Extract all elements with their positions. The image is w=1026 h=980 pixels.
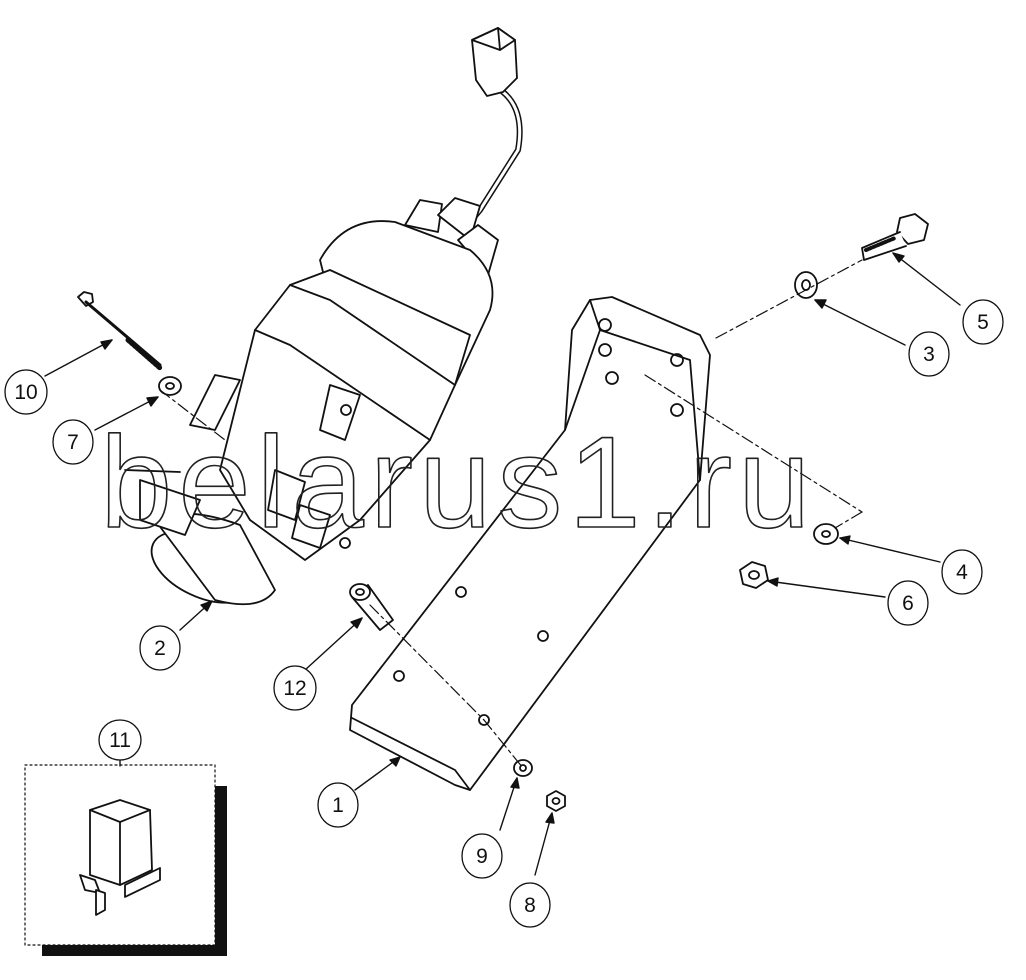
callout-2-label: 2 bbox=[154, 637, 166, 660]
callout-11: 11 bbox=[98, 719, 142, 761]
callout-8-label: 8 bbox=[524, 894, 536, 917]
callout-5-label: 5 bbox=[977, 311, 989, 334]
callout-12-label: 12 bbox=[283, 677, 306, 700]
solenoid-assembly bbox=[124, 27, 523, 606]
callouts: 1 2 3 4 5 6 7 8 bbox=[4, 299, 1004, 928]
bolt-part-5 bbox=[861, 213, 929, 261]
callout-12: 12 bbox=[273, 665, 317, 711]
callout-9-label: 9 bbox=[476, 845, 488, 868]
callout-3: 3 bbox=[908, 331, 950, 377]
callout-2: 2 bbox=[139, 625, 181, 671]
callout-11-label: 11 bbox=[109, 729, 131, 752]
watermark-text: belarus1.ru bbox=[100, 409, 816, 555]
callout-6-label: 6 bbox=[902, 592, 914, 615]
washer-part-7 bbox=[158, 376, 182, 396]
nut-part-6 bbox=[739, 561, 769, 589]
long-bolt-part-10 bbox=[77, 291, 163, 371]
relay-inset-box bbox=[24, 764, 227, 956]
callout-7-label: 7 bbox=[67, 431, 79, 454]
nut-part-8 bbox=[546, 790, 566, 812]
callout-6: 6 bbox=[887, 580, 929, 626]
callout-4-label: 4 bbox=[956, 561, 968, 584]
relay-part-11 bbox=[79, 799, 161, 916]
callout-10: 10 bbox=[4, 369, 48, 415]
callout-9: 9 bbox=[461, 833, 503, 879]
callout-3-label: 3 bbox=[923, 343, 935, 366]
callout-4: 4 bbox=[941, 549, 983, 595]
washer-part-9 bbox=[513, 759, 533, 777]
callout-7: 7 bbox=[52, 419, 94, 465]
assembly-lines bbox=[159, 259, 863, 769]
leader-lines bbox=[44, 252, 961, 876]
washer-part-4 bbox=[813, 523, 839, 545]
callout-1: 1 bbox=[317, 782, 359, 828]
callout-5: 5 bbox=[962, 299, 1004, 345]
callout-1-label: 1 bbox=[332, 794, 344, 817]
mounting-bracket bbox=[349, 296, 711, 791]
callout-8: 8 bbox=[509, 882, 551, 928]
callout-10-label: 10 bbox=[14, 381, 37, 404]
